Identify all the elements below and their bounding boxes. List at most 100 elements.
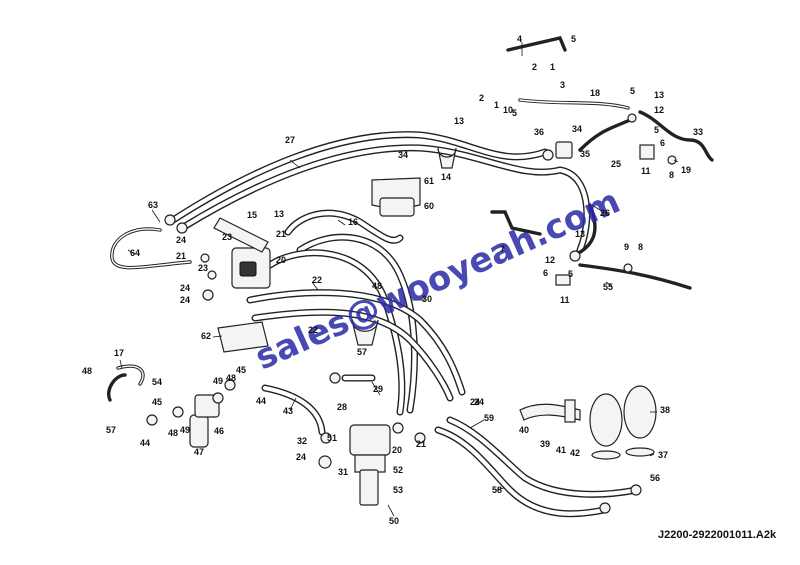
callout-c39: 39 bbox=[540, 439, 550, 449]
callout-c5c: 5 bbox=[630, 86, 635, 96]
callout-c20a: 20 bbox=[276, 255, 286, 265]
callout-c30: 30 bbox=[422, 294, 432, 304]
callout-c19: 19 bbox=[681, 165, 691, 175]
callout-c3a: 3 bbox=[560, 80, 565, 90]
callout-c48b: 48 bbox=[82, 366, 92, 376]
callout-c42: 42 bbox=[570, 448, 580, 458]
callout-c17: 17 bbox=[114, 348, 124, 358]
callout-c50: 50 bbox=[389, 516, 399, 526]
valve-block bbox=[349, 424, 391, 456]
callout-c5e: 5 bbox=[568, 269, 573, 279]
callout-c13b: 13 bbox=[454, 116, 464, 126]
callout-c48c: 48 bbox=[168, 428, 178, 438]
callout-c45a: 45 bbox=[152, 397, 162, 407]
callout-c22b: 22 bbox=[308, 325, 318, 335]
filter bbox=[189, 414, 209, 448]
callout-c27: 27 bbox=[285, 135, 295, 145]
callout-c48a: 48 bbox=[372, 281, 382, 291]
callout-c13d: 13 bbox=[575, 229, 585, 239]
callout-c13c: 13 bbox=[274, 209, 284, 219]
callout-c38: 38 bbox=[660, 405, 670, 415]
callout-c29: 29 bbox=[373, 384, 383, 394]
callout-c9: 9 bbox=[624, 242, 629, 252]
callout-c37: 37 bbox=[658, 450, 668, 460]
callout-c57b: 57 bbox=[106, 425, 116, 435]
callout-c4: 4 bbox=[517, 34, 522, 44]
callout-c31: 31 bbox=[338, 467, 348, 477]
callout-c41: 41 bbox=[556, 445, 566, 455]
callout-c14: 14 bbox=[441, 172, 451, 182]
callout-c44b: 44 bbox=[256, 396, 266, 406]
callout-c15: 15 bbox=[247, 210, 257, 220]
callout-c28: 28 bbox=[337, 402, 347, 412]
callout-c22a: 22 bbox=[312, 275, 322, 285]
callout-c1a: 1 bbox=[550, 62, 555, 72]
callout-c12a: 12 bbox=[654, 105, 664, 115]
callout-c6a: 6 bbox=[660, 138, 665, 148]
callout-c53: 53 bbox=[393, 485, 403, 495]
callout-c55: 55 bbox=[603, 282, 613, 292]
callout-c5d: 5 bbox=[654, 125, 659, 135]
callout-c24d: 24 bbox=[474, 397, 484, 407]
callout-c63: 63 bbox=[148, 200, 158, 210]
callout-c11b: 11 bbox=[560, 295, 570, 305]
callout-c24a: 24 bbox=[176, 235, 186, 245]
callout-c24c: 24 bbox=[180, 295, 190, 305]
callout-c40: 40 bbox=[519, 425, 529, 435]
callout-c23b: 23 bbox=[198, 263, 208, 273]
callout-c8a: 8 bbox=[669, 170, 674, 180]
callout-c18: 18 bbox=[590, 88, 600, 98]
callout-c52: 52 bbox=[393, 465, 403, 475]
callout-c58: 58 bbox=[492, 485, 502, 495]
callout-c5b: 5 bbox=[512, 108, 517, 118]
callout-c49b: 49 bbox=[213, 376, 223, 386]
callout-c56: 56 bbox=[650, 473, 660, 483]
callout-c7: 7 bbox=[500, 244, 505, 254]
callout-c43: 43 bbox=[283, 406, 293, 416]
callout-c48d: 48 bbox=[226, 373, 236, 383]
callout-c12b: 12 bbox=[545, 255, 555, 265]
callout-c32: 32 bbox=[297, 436, 307, 446]
callout-c23a: 23 bbox=[222, 232, 232, 242]
components bbox=[146, 113, 677, 514]
callout-c26: 26 bbox=[600, 208, 610, 218]
callout-c24e: 24 bbox=[470, 397, 480, 407]
callout-c54: 54 bbox=[152, 377, 162, 387]
callout-c6b: 6 bbox=[543, 268, 548, 278]
callout-c21b: 21 bbox=[276, 229, 286, 239]
callout-c1b: 1 bbox=[494, 100, 499, 110]
callout-c2a: 2 bbox=[532, 62, 537, 72]
callout-c36: 36 bbox=[534, 127, 544, 137]
callout-c62: 62 bbox=[201, 331, 211, 341]
callout-c16: 16 bbox=[348, 217, 358, 227]
callout-c21c: 21 bbox=[416, 439, 426, 449]
callout-c46: 46 bbox=[214, 426, 224, 436]
callout-c34a: 34 bbox=[572, 124, 582, 134]
callout-c51: 51 bbox=[327, 433, 337, 443]
callout-c33: 33 bbox=[693, 127, 703, 137]
callout-c57a: 57 bbox=[357, 347, 367, 357]
callout-c34b: 34 bbox=[398, 150, 408, 160]
leader-lines bbox=[119, 42, 679, 517]
hose-lines bbox=[107, 36, 714, 518]
callout-c49a: 49 bbox=[180, 425, 190, 435]
callout-c11a: 11 bbox=[641, 166, 651, 176]
callout-c47: 47 bbox=[194, 447, 204, 457]
callout-c20b: 20 bbox=[392, 445, 402, 455]
callout-c59: 59 bbox=[484, 413, 494, 423]
callout-c64: 64 bbox=[130, 248, 140, 258]
callout-c8b: 8 bbox=[638, 242, 643, 252]
callout-c21a: 21 bbox=[176, 251, 186, 261]
callout-c10: 10 bbox=[503, 105, 513, 115]
callout-c60: 60 bbox=[424, 201, 434, 211]
callout-c44a: 44 bbox=[140, 438, 150, 448]
callout-c24f: 24 bbox=[296, 452, 306, 462]
callout-c25: 25 bbox=[611, 159, 621, 169]
callout-c13a: 13 bbox=[654, 90, 664, 100]
callout-c45b: 45 bbox=[236, 365, 246, 375]
callout-c24b: 24 bbox=[180, 283, 190, 293]
callout-c2b: 2 bbox=[479, 93, 484, 103]
callout-c35: 35 bbox=[580, 149, 590, 159]
